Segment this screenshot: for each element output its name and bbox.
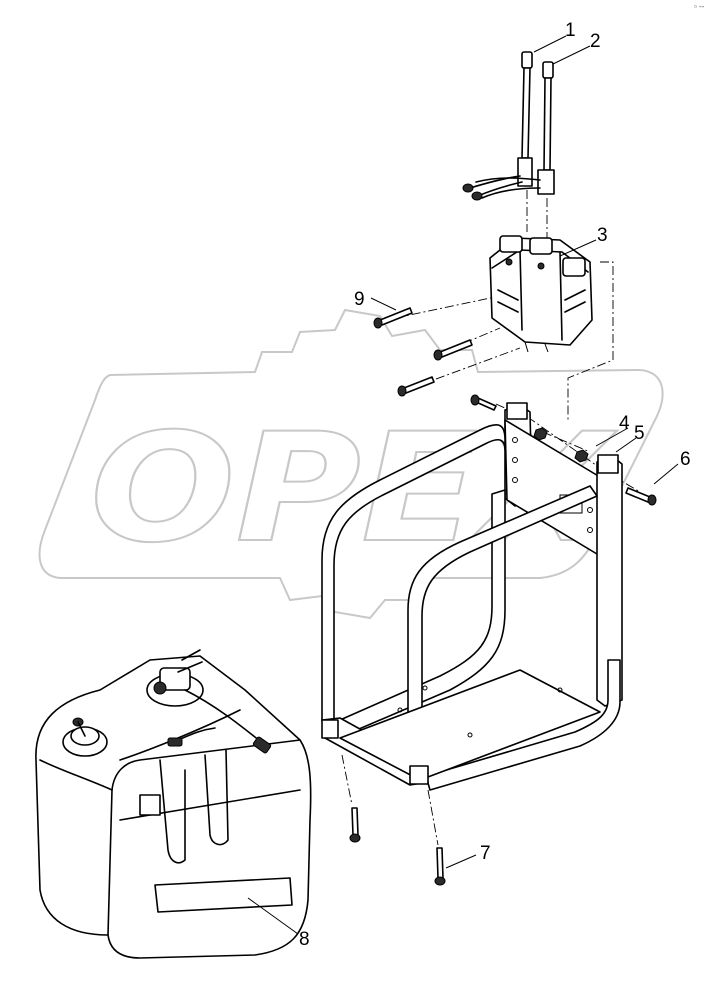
bolt-lower-right: [434, 847, 446, 886]
callout-6: 6: [680, 449, 691, 470]
callout-4: 4: [619, 413, 630, 434]
bolt-a: [373, 307, 413, 329]
bolt-lower-left: [349, 807, 361, 843]
part-2-hose: [475, 61, 555, 199]
watermark-gear-outline: [38, 308, 664, 620]
leader-lines: [247, 35, 679, 935]
callout-1: 1: [565, 20, 576, 41]
part-4-nut: [533, 427, 548, 441]
callout-5: 5: [634, 423, 645, 444]
bolt-b: [433, 339, 473, 361]
callout-3: 3: [597, 225, 608, 246]
part-3-pump-module: [489, 235, 593, 353]
callout-8: 8: [299, 929, 310, 950]
corner-mark: ▫ --: [694, 2, 705, 11]
part-5-nut: [574, 449, 589, 463]
callout-2: 2: [590, 31, 601, 52]
callout-9: 9: [354, 289, 365, 310]
part-1-hose: [462, 51, 533, 201]
part-8-tank: [35, 649, 312, 959]
callout-7: 7: [480, 843, 491, 864]
part-9-bolts: [373, 307, 497, 411]
part-6-bolt: [625, 487, 657, 506]
bolt-c: [397, 376, 435, 397]
bolt-d: [470, 394, 497, 411]
bracket-frame: [321, 402, 623, 791]
part-7-bolts: [349, 807, 446, 886]
callout-labels: 1 2 3 4 5 6 7 8 9: [299, 20, 691, 950]
